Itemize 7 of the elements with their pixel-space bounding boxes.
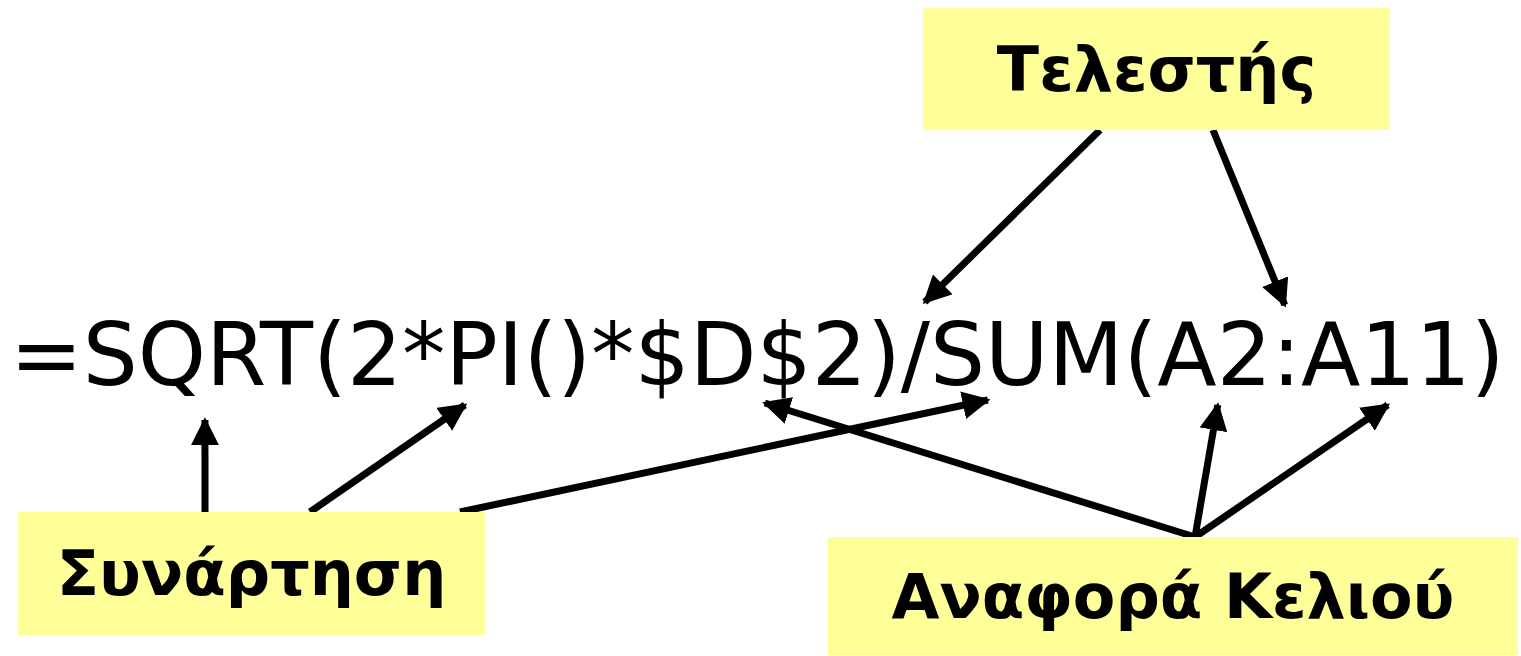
arrow [190,417,219,512]
arrow [308,402,468,515]
callout-label: Συνάρτηση [18,512,485,635]
callout-label: Αναφορά Κελιού [828,537,1518,655]
callout-label: Τελεστής [923,8,1390,130]
formula-text: =SQRT(2*PI()*$D$2)/SUM(A2:A11) [10,311,1505,399]
arrow [1209,128,1289,308]
